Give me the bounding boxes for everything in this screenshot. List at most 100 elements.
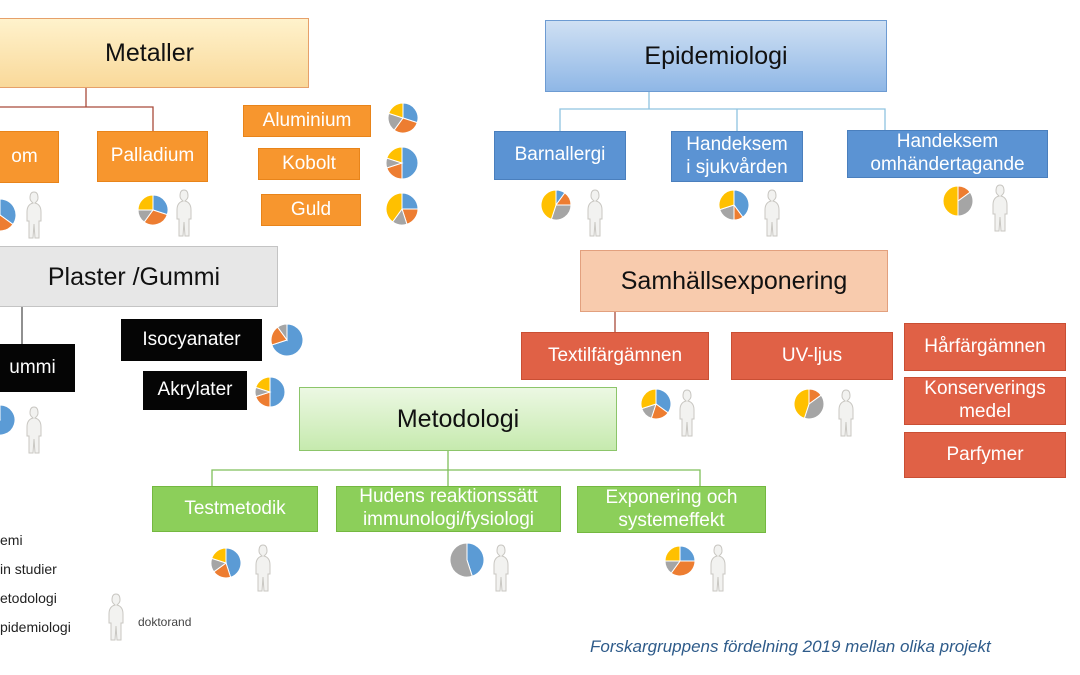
pie-slice <box>655 388 672 414</box>
figure-shape <box>493 544 509 592</box>
pie-slice <box>152 194 169 216</box>
barnallergi-box: Barnallergi <box>494 131 626 180</box>
kobolt-box: Kobolt <box>258 148 360 180</box>
pie-hudens <box>449 542 485 578</box>
samhalls-header: Samhällsexponering <box>580 250 888 312</box>
figure-shape <box>108 593 124 641</box>
figure-shape <box>26 406 42 454</box>
figure-shape <box>679 389 695 437</box>
isocyanater-box: Isocyanater <box>121 319 262 361</box>
pie-slice <box>385 192 403 223</box>
pie-akrylater <box>254 376 286 408</box>
doktorand-figure <box>764 189 780 237</box>
pie-slice <box>386 146 403 164</box>
caption: Forskargruppens fördelning 2019 mellan o… <box>590 637 991 656</box>
legend-doktorand-label: doktorand <box>138 615 192 629</box>
figure-shape <box>26 191 42 239</box>
doktorand-figure <box>710 544 726 592</box>
pie-slice <box>670 560 696 577</box>
pie-barnallergi <box>540 189 572 221</box>
handeksem-omhandertagande-box: Handeksem omhändertagande <box>847 130 1048 178</box>
pie-slice <box>269 376 286 408</box>
pie-slice <box>0 404 16 436</box>
figure-shape <box>587 189 603 237</box>
pie-slice <box>402 102 419 124</box>
pie-slice <box>640 388 657 410</box>
pie-aluminium <box>387 102 419 134</box>
pie-slice <box>793 388 810 419</box>
pie-testmetodik <box>210 547 242 579</box>
pie-slice <box>225 547 242 578</box>
pie-slice <box>449 542 473 578</box>
doktorand-figure <box>255 544 271 592</box>
palladium-box: Palladium <box>97 131 208 182</box>
exponering-box: Exponering och systemeffekt <box>577 486 766 533</box>
metaller-header: Metaller <box>0 18 309 88</box>
connector-epidemiologi-children <box>559 108 886 131</box>
legend-item-2: in studier <box>0 561 57 577</box>
pie-slice <box>137 194 154 211</box>
pie-slice <box>803 394 825 420</box>
pie-slice <box>255 376 271 393</box>
pie-kobolt <box>385 146 419 180</box>
guld-box: Guld <box>261 194 361 226</box>
pie-palladium <box>137 194 169 226</box>
connector-metodologi-children <box>211 469 701 486</box>
pie-exponering <box>664 545 696 577</box>
krom-box: om <box>0 131 59 183</box>
pie-slice <box>0 214 14 232</box>
doktorand-figure <box>838 389 854 437</box>
textilfargamnen-box: Textilfärgämnen <box>521 332 709 380</box>
handeksem-sjukvarden-box: Handeksem i sjukvården <box>671 131 803 182</box>
doktorand-figure <box>992 184 1008 232</box>
akrylater-box: Akrylater <box>143 371 247 410</box>
pie-slice <box>540 189 557 220</box>
figure-shape <box>992 184 1008 232</box>
gummi-box: ummi <box>0 344 75 392</box>
testmetodik-box: Testmetodik <box>152 486 318 532</box>
connector-metaller-children <box>0 106 154 131</box>
doktorand-figure <box>493 544 509 592</box>
pie-handeksem-omhandertagande <box>942 185 974 217</box>
pie-slice <box>401 192 419 210</box>
pie-slice <box>550 204 572 221</box>
doktorand-figure <box>176 189 192 237</box>
pie-slice <box>393 117 418 134</box>
pie-slice <box>718 189 735 211</box>
pie-slice <box>0 198 17 226</box>
figure-shape <box>838 389 854 437</box>
pie-slice <box>143 209 168 226</box>
pie-slice <box>664 545 681 562</box>
legend-item-1: emi <box>0 532 23 548</box>
figure-shape <box>710 544 726 592</box>
pie-slice <box>211 547 227 564</box>
plaster-header: Plaster /Gummi <box>0 246 278 307</box>
pie-handeksem-sjukvarden <box>718 189 750 221</box>
parfymer-box: Parfymer <box>904 432 1066 478</box>
pie-uv-ljus <box>793 388 825 420</box>
pie-slice <box>401 146 419 180</box>
pie-slice <box>942 185 959 217</box>
pie-isocyanater <box>270 323 304 357</box>
pie-krom <box>0 198 17 232</box>
doktorand-figure <box>26 191 42 239</box>
pie-gummi <box>0 404 16 436</box>
doktorand-figure <box>26 406 42 454</box>
pie-textilfargamnen <box>640 388 672 420</box>
hudens-reaktionssatt-box: Hudens reaktionssätt immunologi/fysiolog… <box>336 486 561 532</box>
legend-item-3: etodologi <box>0 590 57 606</box>
legend-doktorand-figure <box>108 593 124 641</box>
epidemiologi-header: Epidemiologi <box>545 20 887 92</box>
legend-item-4: pidemiologi <box>0 619 71 635</box>
uv-ljus-box: UV-ljus <box>731 332 893 380</box>
harfargamnen-box: Hårfärgämnen <box>904 323 1066 371</box>
konserverings-box: Konserverings medel <box>904 377 1066 425</box>
doktorand-figure <box>587 189 603 237</box>
doktorand-figure <box>679 389 695 437</box>
pie-slice <box>276 323 288 342</box>
pie-slice <box>388 102 404 119</box>
figure-shape <box>764 189 780 237</box>
pie-slice <box>466 542 485 577</box>
figure-shape <box>176 189 192 237</box>
